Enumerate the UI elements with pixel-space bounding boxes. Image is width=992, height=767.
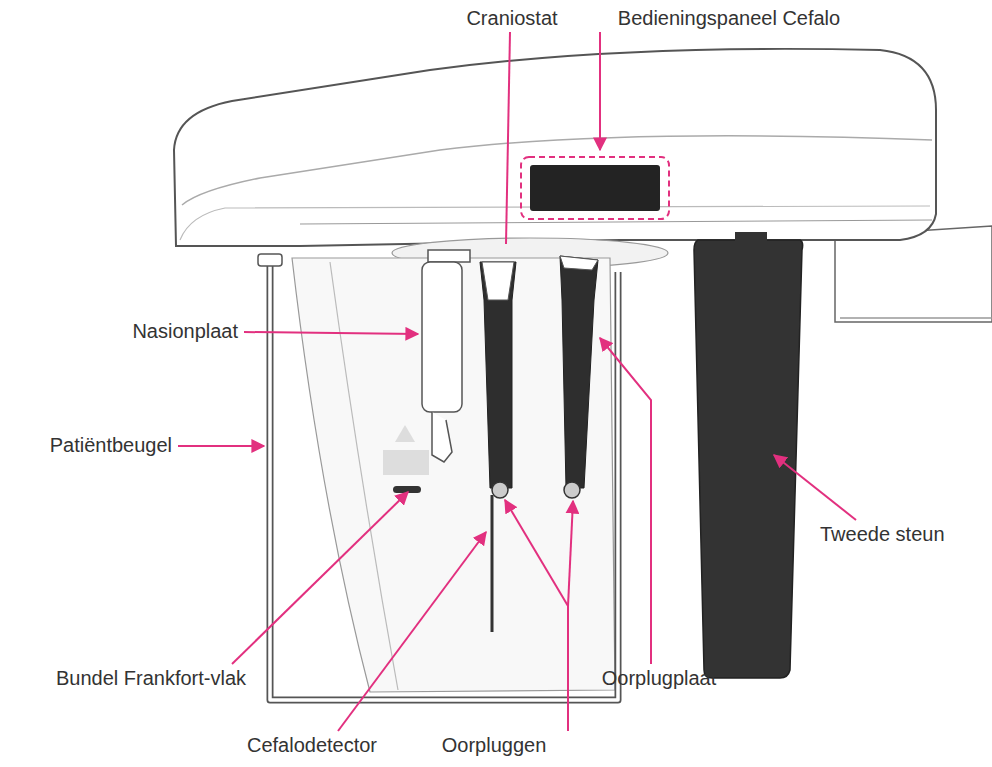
part-label: Tweede steun [820,522,945,546]
part-label: Nasionplaat [132,319,238,343]
part-label: Craniostat [466,6,557,30]
support-mount [735,232,767,242]
ear-rod-right [560,256,598,498]
frankfort-marker [383,425,429,493]
part-label: Patiëntbeugel [50,433,172,457]
part-label: Oorpluggen [442,733,547,757]
operation-panel [530,165,660,211]
part-label: Oorplugplaat [602,666,717,690]
ceph-head [174,49,936,246]
part-label: Bundel Frankfort-vlak [56,666,246,690]
nasion-plate [422,250,470,462]
highlight-frame [521,157,669,219]
leader-lines [178,32,856,731]
second-support [694,240,803,678]
patient-bracket [258,254,618,700]
ear-rod-left [480,262,516,632]
part-label: Cefalodetector [247,733,377,757]
ceph-detector [491,495,494,632]
part-label: Bedieningspaneel Cefalo [618,6,840,30]
